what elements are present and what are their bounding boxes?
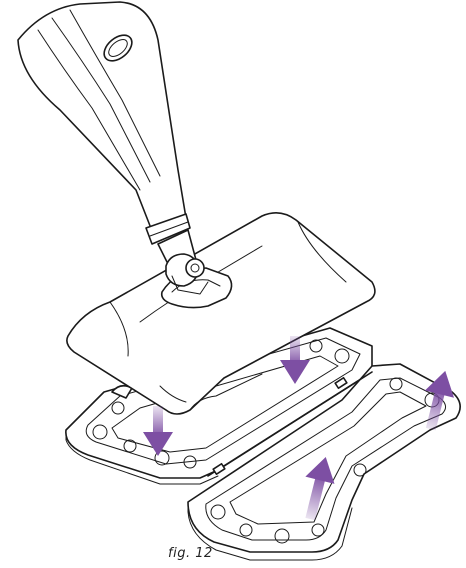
mop-handle	[18, 2, 208, 294]
figure-caption: fig. 12	[168, 546, 248, 561]
